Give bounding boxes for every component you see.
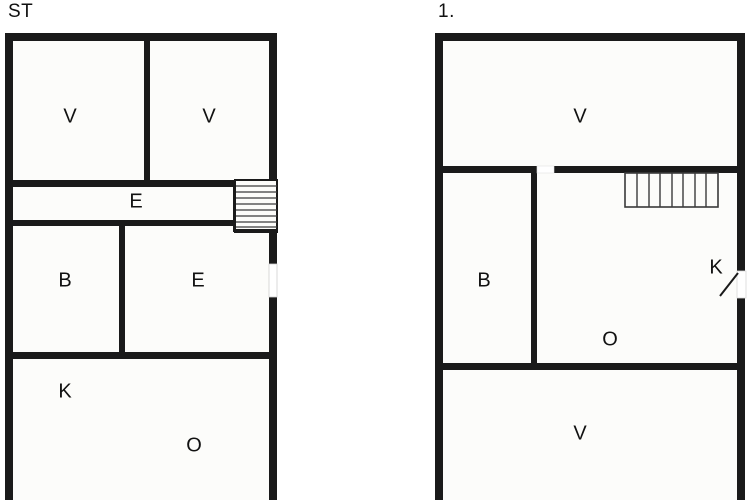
room-letter-kitchen: K — [58, 380, 72, 402]
staircase-treads — [236, 185, 277, 228]
entrance-door-opening — [268, 263, 278, 298]
ground-floor-plan: V V E B E K O — [0, 30, 290, 500]
room-letter-bathroom: B — [477, 269, 490, 291]
staircase — [624, 172, 719, 208]
interior-door-opening — [536, 165, 555, 174]
outer-wall-top — [5, 33, 277, 41]
ground-floor-interior-walls — [5, 41, 277, 359]
first-floor-outer-walls — [435, 33, 745, 500]
room-letter-bedroom-left: V — [63, 105, 77, 127]
staircase-edge-left — [233, 180, 236, 232]
wall-b-o-divider — [531, 166, 537, 366]
room-letter-living-room: O — [602, 328, 618, 350]
first-floor-interior-walls — [435, 166, 745, 370]
outer-wall-top — [435, 33, 745, 41]
wall-top-room-left — [435, 166, 537, 173]
room-letter-entry: E — [191, 269, 204, 291]
wall-bottom-room-top — [435, 363, 745, 370]
ground-floor-svg: V V E B E K O — [5, 33, 278, 500]
outer-wall-right-upper — [737, 33, 745, 272]
ground-floor-label: ST — [8, 1, 34, 22]
staircase — [233, 179, 278, 233]
outer-wall-right-upper — [269, 33, 277, 266]
entrance-door-opening — [736, 270, 747, 299]
staircase-treads — [636, 173, 707, 207]
room-letter-bedroom-top: V — [573, 105, 587, 127]
room-letter-bedroom-right: V — [202, 105, 216, 127]
room-letter-kitchen: K — [709, 256, 723, 278]
room-letter-bedroom-bottom: V — [573, 422, 587, 444]
first-floor-fill — [435, 33, 745, 500]
wall-b-e-divider — [119, 220, 125, 355]
first-floor-label: 1. — [438, 1, 455, 22]
outer-wall-left — [435, 33, 443, 500]
door-swing-line — [719, 272, 739, 297]
outer-wall-left — [5, 33, 13, 500]
first-floor-plan: V B O K V — [430, 30, 750, 500]
staircase-body — [234, 179, 278, 233]
wall-top-room-right — [554, 166, 745, 173]
staircase-edge-bottom — [233, 229, 277, 232]
room-letter-hallway: E — [129, 190, 142, 212]
room-letter-living-room: O — [186, 434, 202, 456]
outer-wall-right-lower — [737, 298, 745, 500]
ground-floor-outer-walls — [5, 33, 277, 500]
wall-bedroom-divider — [144, 41, 150, 180]
ground-floor-fill — [5, 33, 277, 500]
first-floor-svg: V B O K V — [435, 33, 747, 500]
room-letter-bathroom: B — [58, 269, 71, 291]
outer-wall-right-lower — [269, 296, 277, 500]
wall-hallway-top — [5, 180, 269, 187]
wall-kitchen-top — [5, 352, 277, 359]
